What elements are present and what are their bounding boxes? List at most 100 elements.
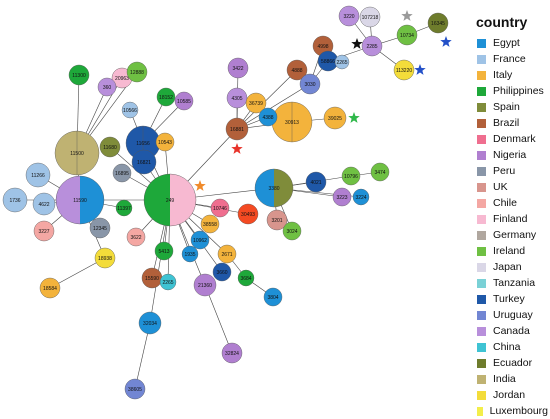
- node-label: 16881: [230, 127, 244, 133]
- node-label: 36739: [249, 101, 263, 107]
- node-label: 3380: [268, 186, 279, 192]
- node-label: 10543: [158, 140, 172, 146]
- network-node: 11300: [68, 64, 90, 86]
- legend-swatch: [476, 405, 484, 417]
- node-label: 113220: [396, 68, 413, 74]
- network-node: 3024: [282, 221, 302, 241]
- legend-swatch: [476, 181, 487, 193]
- legend-label: Germany: [493, 229, 537, 241]
- network-node: 18152: [156, 87, 176, 107]
- node-label: 11300: [72, 73, 86, 79]
- node-label: 4388: [262, 115, 273, 121]
- network-node: 1736: [2, 187, 28, 213]
- network-node: 3220: [338, 5, 360, 27]
- node-label: 3422: [232, 66, 243, 72]
- legend-label: Tanzania: [493, 277, 536, 289]
- legend-label: Egypt: [493, 37, 520, 49]
- network-node: 3804: [263, 287, 283, 307]
- legend-swatch: [476, 245, 487, 257]
- network-node: 18584: [39, 277, 61, 299]
- network-node: 10734: [396, 24, 418, 46]
- node-label: 3030: [304, 82, 315, 88]
- star-marker-icon: [401, 10, 413, 21]
- node-label: 4998: [317, 44, 328, 50]
- node-label: 2265: [162, 280, 173, 286]
- node-label: 11500: [70, 151, 84, 157]
- node-label: 10962: [193, 238, 207, 244]
- network-node: 2285: [361, 35, 383, 57]
- network-node: 16895: [112, 163, 132, 183]
- node-label: 2265: [336, 60, 347, 66]
- node-label: 12345: [93, 226, 107, 232]
- network-node: 30913: [271, 101, 313, 143]
- legend-label: Uruguay: [493, 309, 533, 321]
- legend-item: Jordan: [476, 387, 548, 403]
- legend-swatch: [476, 165, 487, 177]
- legend-title: country: [476, 14, 528, 30]
- legend-label: Chile: [493, 197, 517, 209]
- legend-label: Nigeria: [493, 149, 527, 161]
- network-node: 11500: [54, 130, 100, 176]
- star-marker-icon: [351, 38, 363, 49]
- star-marker-icon: [231, 143, 243, 154]
- node-label: 3227: [38, 229, 49, 235]
- legend-item: Brazil: [476, 115, 548, 131]
- network-node: 3380: [254, 168, 294, 208]
- network-node: 11266: [25, 162, 51, 188]
- node-label: 3474: [374, 170, 385, 176]
- node-label: 4305: [231, 96, 242, 102]
- legend-item: Germany: [476, 227, 548, 243]
- node-label: 32034: [143, 321, 157, 327]
- network-node: 3474: [370, 162, 390, 182]
- network-node: 58866: [317, 50, 339, 72]
- network-node: 10543: [155, 132, 175, 152]
- legend-label: Brazil: [493, 117, 520, 129]
- legend-item: Egypt: [476, 35, 548, 51]
- haplotype-network: 1159011500249168813091333801126617364622…: [2, 5, 452, 400]
- node-label: 107218: [362, 15, 379, 21]
- node-label: 10566: [123, 108, 137, 114]
- legend-swatch: [476, 197, 487, 209]
- node-label: 30913: [285, 120, 299, 126]
- node-label: 3201: [271, 218, 282, 224]
- network-node: 107218: [359, 6, 381, 28]
- legend-item: Spain: [476, 99, 548, 115]
- network-node: 16345: [427, 12, 449, 34]
- star-marker-icon: [348, 112, 360, 123]
- node-label: 18938: [98, 256, 112, 262]
- node-label: 30493: [241, 212, 255, 218]
- legend-swatch: [476, 309, 487, 321]
- node-label: 2285: [366, 44, 377, 50]
- star-marker-icon: [194, 180, 206, 191]
- legend-item: France: [476, 51, 548, 67]
- network-stars: [194, 10, 452, 191]
- node-label: 11680: [103, 145, 117, 151]
- legend-swatch: [476, 37, 487, 49]
- network-node: 249: [143, 173, 197, 227]
- node-label: 16345: [431, 21, 445, 27]
- network-node: 21360: [193, 273, 217, 297]
- legend-label: Turkey: [493, 293, 525, 305]
- legend-swatch: [476, 277, 487, 289]
- legend-swatch: [476, 101, 487, 113]
- legend-item: India: [476, 371, 548, 387]
- network-nodes: 1159011500249168813091333801126617364622…: [2, 5, 449, 400]
- legend-swatch: [476, 229, 487, 241]
- star-marker-icon: [440, 36, 452, 47]
- legend-item: Canada: [476, 323, 548, 339]
- legend-swatch: [476, 341, 487, 353]
- network-node: 4305: [226, 87, 248, 109]
- star-marker-icon: [414, 64, 426, 75]
- network-node: 1935: [181, 245, 199, 263]
- legend-label: UK: [493, 181, 508, 193]
- network-node: 4388: [258, 107, 278, 127]
- network-node: 2265: [159, 273, 177, 291]
- legend-swatch: [476, 261, 487, 273]
- network-node: 10962: [190, 230, 210, 250]
- legend-label: Japan: [493, 261, 522, 273]
- legend-swatch: [476, 133, 487, 145]
- network-edge: [236, 69, 298, 130]
- node-label: 1935: [184, 252, 195, 258]
- network-node: 16821: [131, 149, 157, 175]
